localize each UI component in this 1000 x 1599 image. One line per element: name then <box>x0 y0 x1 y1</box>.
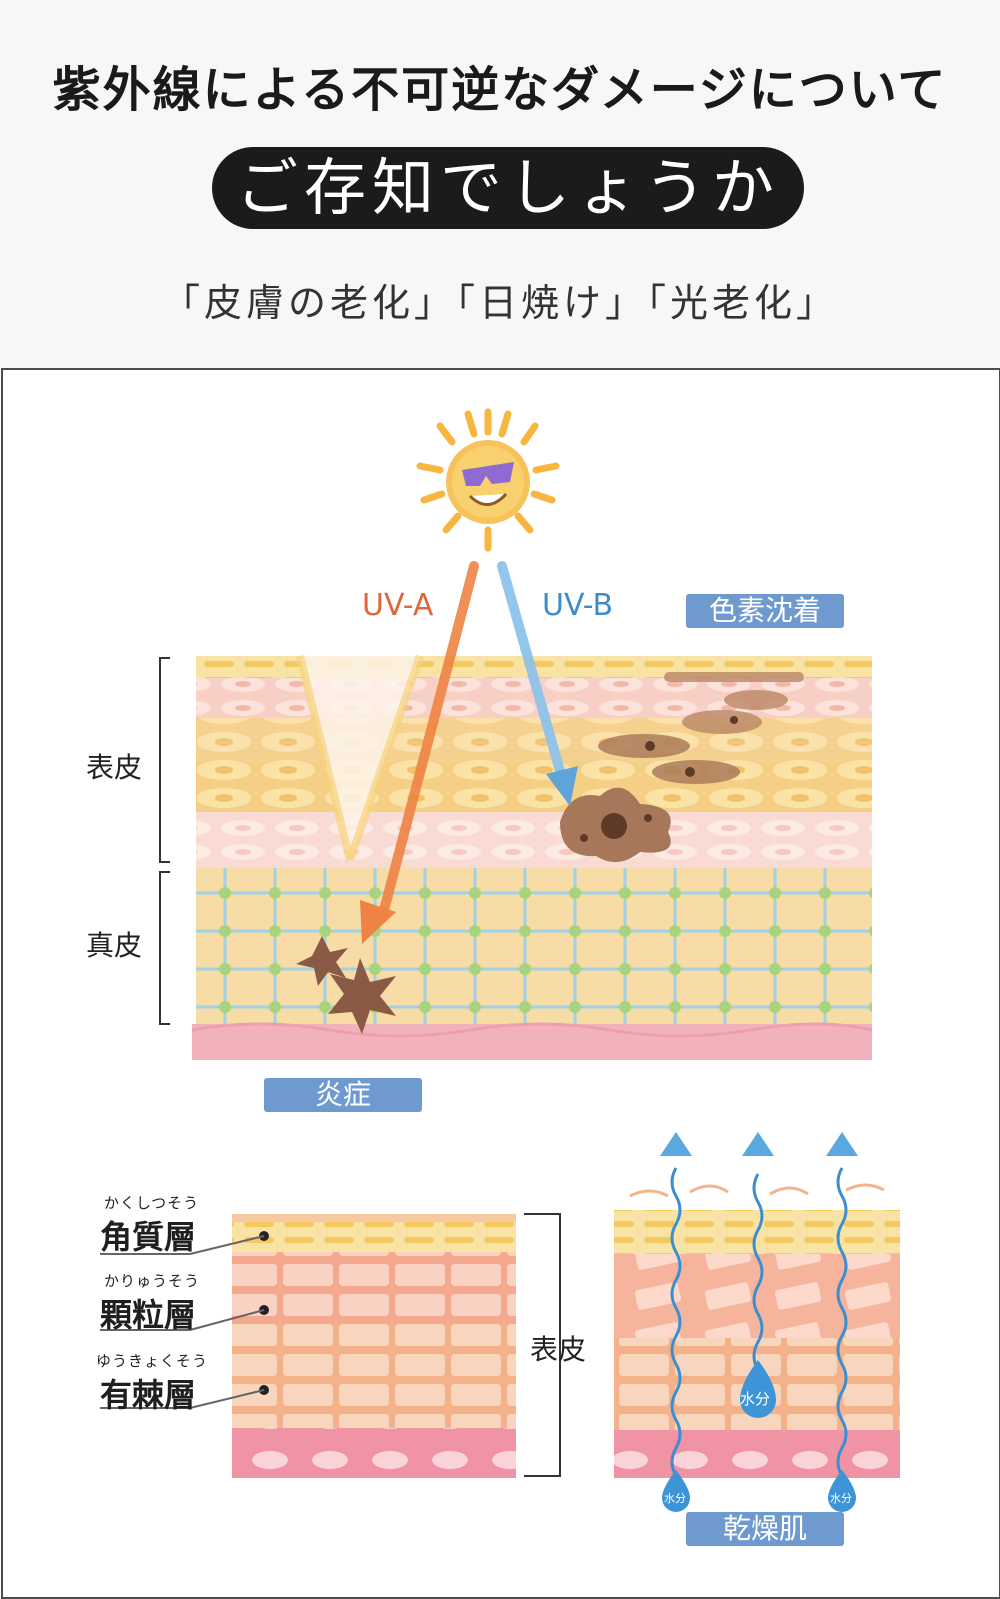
spinous-label: 有棘層 <box>100 1376 197 1414</box>
page-headline: 紫外線による不可逆なダメージについて <box>52 62 948 118</box>
uv-a-arrow <box>360 561 479 944</box>
dermis-label: 真皮 <box>86 929 143 962</box>
keywords-subline: 「皮膚の老化」「日焼け」「光老化」 <box>161 281 838 325</box>
water-right-label: 水分 <box>830 1492 852 1505</box>
water-drop-icon <box>662 1360 856 1512</box>
pigment-spots <box>598 672 804 784</box>
sun-with-sunglasses-icon <box>416 408 560 552</box>
lower-epidermis-label: 表皮 <box>530 1333 587 1366</box>
granular-ruby: かりゅうそう <box>104 1272 201 1290</box>
water-left-label: 水分 <box>664 1492 686 1505</box>
inflammation-burst-icon <box>296 936 396 1034</box>
subcutaneous-layer <box>192 1024 872 1060</box>
uv-b-label: UV-B <box>542 588 614 623</box>
melanocyte-icon <box>560 787 671 863</box>
dermis-collagen-grid <box>196 868 872 1026</box>
spinous-ruby: ゆうきょくそう <box>96 1352 209 1370</box>
evaporation-arrow-icon <box>670 1167 848 1477</box>
corneum-label: 角質層 <box>100 1218 197 1256</box>
granular-label: 顆粒層 <box>100 1296 197 1334</box>
dry-skin-diagram <box>614 1183 900 1478</box>
header-section: 紫外線による不可逆なダメージについて ご存知でしょうか 「皮膚の老化」「日焼け」… <box>0 0 1000 368</box>
headline-pill: ご存知でしょうか <box>212 147 804 229</box>
uv-a-label: UV-A <box>362 588 434 623</box>
layer-brackets <box>159 657 170 1025</box>
pigmentation-tag: 色素沈着 <box>686 594 844 628</box>
skin-layers-diagram <box>100 1213 561 1478</box>
dry-skin-tag: 乾燥肌 <box>686 1512 844 1546</box>
water-big-label: 水分 <box>740 1390 771 1408</box>
epidermis-label: 表皮 <box>86 751 143 784</box>
evaporation-arrowheads <box>660 1132 858 1156</box>
corneum-ruby: かくしつそう <box>104 1194 200 1212</box>
inflammation-tag: 炎症 <box>264 1078 422 1112</box>
uv-b-arrow <box>497 561 578 806</box>
